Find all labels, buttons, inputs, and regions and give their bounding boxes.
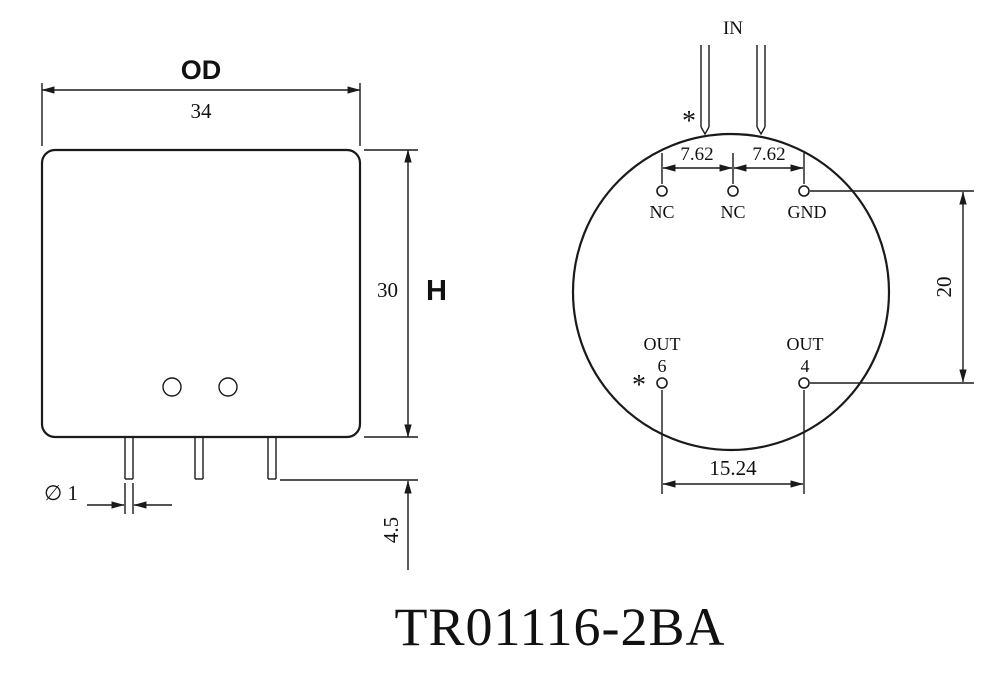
out-left-pin-number: 6 <box>658 356 667 376</box>
pin-out6-hole <box>656 377 668 389</box>
out-left-label: OUT <box>644 334 681 354</box>
pin-diameter-label: ∅ 1 <box>44 481 78 505</box>
pin-gnd-hole <box>798 185 810 197</box>
side-view: OD 34 30 H ∅ 1 4.5 <box>40 55 447 570</box>
row-spacing-value: 20 <box>932 277 956 298</box>
out-pitch-dimension: 15.24 <box>661 390 805 494</box>
bottom-view: IN * 7.62 7.62 NC NC GND OUT 6 * OUT 4 <box>571 18 974 494</box>
pitch-right-value: 7.62 <box>752 144 785 165</box>
top-row-pitch-dimension: 7.62 7.62 <box>661 144 805 184</box>
pin-length-value: 4.5 <box>379 517 403 543</box>
pitch-left-value: 7.62 <box>680 144 713 165</box>
pin-nc1-hole <box>656 185 668 197</box>
od-label: OD <box>181 55 222 85</box>
in-label: IN <box>723 18 743 39</box>
pin-label-nc1: NC <box>649 202 674 222</box>
od-value: 34 <box>191 99 213 123</box>
out-pitch-value: 15.24 <box>709 456 757 480</box>
pin-label-nc2: NC <box>720 202 745 222</box>
height-label: H <box>426 275 447 307</box>
pin-diameter-dimension: ∅ 1 <box>44 481 172 514</box>
polarity-mark-top: * <box>682 106 696 137</box>
mounting-hole-left <box>162 377 182 397</box>
mounting-hole-right <box>218 377 238 397</box>
case-outline <box>571 132 891 452</box>
height-dimension: 30 H <box>364 149 447 438</box>
pin-length-dimension: 4.5 <box>280 479 418 570</box>
out-right-pin-number: 4 <box>801 356 810 376</box>
polarity-mark-out: * <box>632 370 646 401</box>
pin-out4-hole <box>798 377 810 389</box>
side-view-pins <box>124 437 277 480</box>
part-number-title: TR01116-2BA <box>395 597 726 657</box>
pin-label-gnd: GND <box>788 202 827 222</box>
component-body-outline <box>40 148 362 439</box>
pin-nc2-hole <box>727 185 739 197</box>
row-spacing-dimension: 20 <box>810 190 974 384</box>
out-right-label: OUT <box>787 334 824 354</box>
input-leads <box>700 45 766 136</box>
od-dimension: OD 34 <box>41 55 361 146</box>
height-value: 30 <box>377 278 398 302</box>
